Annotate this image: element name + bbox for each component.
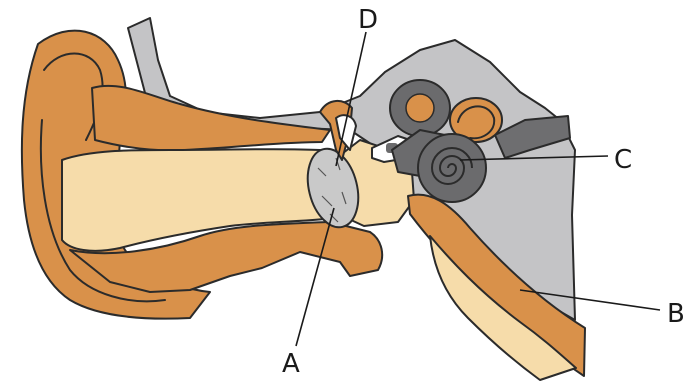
- label-c: C: [614, 145, 632, 175]
- cochlea: [418, 134, 486, 202]
- label-d: D: [358, 5, 378, 35]
- semicircular-canal-1-inner: [406, 94, 434, 122]
- label-a: A: [282, 349, 300, 379]
- label-b: B: [667, 299, 685, 329]
